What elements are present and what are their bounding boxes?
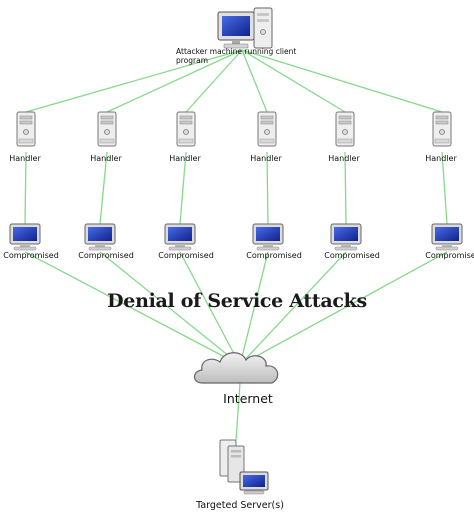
server-label: Targeted Server(s) [196, 500, 284, 511]
link-compromised-internet [239, 251, 448, 366]
link-handler-compromised [99, 151, 108, 225]
handler-label: Handler [425, 154, 457, 163]
link-attacker-handler [25, 49, 243, 113]
link-handler-compromised [266, 151, 269, 225]
attacker-label: Attacker machine running client program [176, 47, 297, 65]
link-compromised-internet [179, 251, 241, 366]
link-handler-compromised [441, 151, 448, 225]
handler-tower-icon [257, 111, 277, 147]
link-attacker-handler [106, 49, 243, 113]
link-attacker-handler [241, 49, 268, 113]
handler-group [16, 111, 452, 147]
handler-tower-icon [176, 111, 196, 147]
compromised-monitor-icon [252, 223, 284, 251]
handler-label: Handler [169, 154, 201, 163]
link-attacker-handler [241, 49, 443, 113]
link-internet-server [235, 382, 241, 441]
handler-label: Handler [328, 154, 360, 163]
attacker-computer-icon [217, 7, 273, 49]
link-handler-compromised [24, 151, 27, 225]
handler-tower-icon [335, 111, 355, 147]
compromised-label: Compromised [324, 251, 380, 260]
handler-tower-icon [16, 111, 36, 147]
handler-tower-icon [432, 111, 452, 147]
handler-label: Handler [250, 154, 282, 163]
handler-label: Handler [9, 154, 41, 163]
compromised-monitor-icon [431, 223, 463, 251]
compromised-monitor-icon [84, 223, 116, 251]
link-handler-compromised [344, 151, 347, 225]
link-attacker-handler [185, 49, 243, 113]
compromised-monitor-icon [9, 223, 41, 251]
link-attacker-handler [241, 49, 346, 113]
compromised-label: Compromised [78, 251, 134, 260]
internet-cloud-icon [193, 352, 279, 384]
link-handler-compromised [179, 151, 187, 225]
compromised-label: Compromised [3, 251, 59, 260]
link-compromised-internet [24, 251, 241, 366]
link-compromised-internet [239, 251, 347, 366]
compromised-monitor-icon [164, 223, 196, 251]
link-compromised-internet [99, 251, 241, 366]
compromised-monitor-icon [330, 223, 362, 251]
link-compromised-internet [239, 251, 269, 366]
handler-label: Handler [90, 154, 122, 163]
network-links [24, 49, 448, 441]
compromised-group [9, 223, 463, 251]
compromised-label: Compromised [425, 251, 474, 260]
compromised-label: Compromised [158, 251, 214, 260]
handler-tower-icon [97, 111, 117, 147]
targeted-server-icon [219, 439, 269, 495]
internet-label: Internet [223, 391, 273, 406]
diagram-title: Denial of Service Attacks [107, 290, 367, 312]
compromised-label: Compromised [246, 251, 302, 260]
